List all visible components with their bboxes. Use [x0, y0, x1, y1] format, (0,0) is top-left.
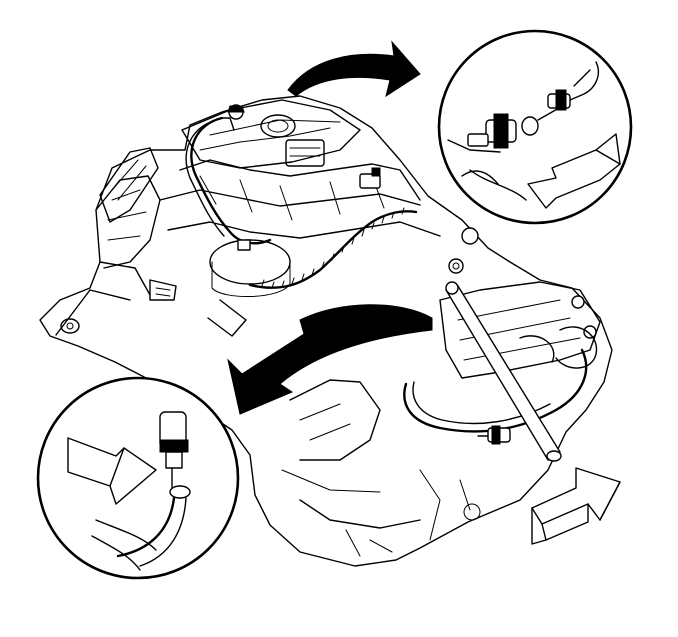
engine-assembly [39, 95, 613, 567]
cover-sensor [237, 239, 251, 251]
detail-top-right [437, 29, 633, 225]
curved-arrow-top [287, 40, 421, 98]
outline-arrow-bottom-right [531, 467, 621, 545]
curved-arrow-middle [227, 304, 433, 415]
mount-boss [60, 318, 80, 334]
connector-release-arrow [527, 133, 621, 209]
rail-connector [477, 425, 511, 445]
throttle-body [260, 114, 296, 138]
hose-connector-arrow [67, 437, 157, 505]
engine-outline [39, 95, 613, 567]
detail-bottom-left [36, 376, 240, 580]
